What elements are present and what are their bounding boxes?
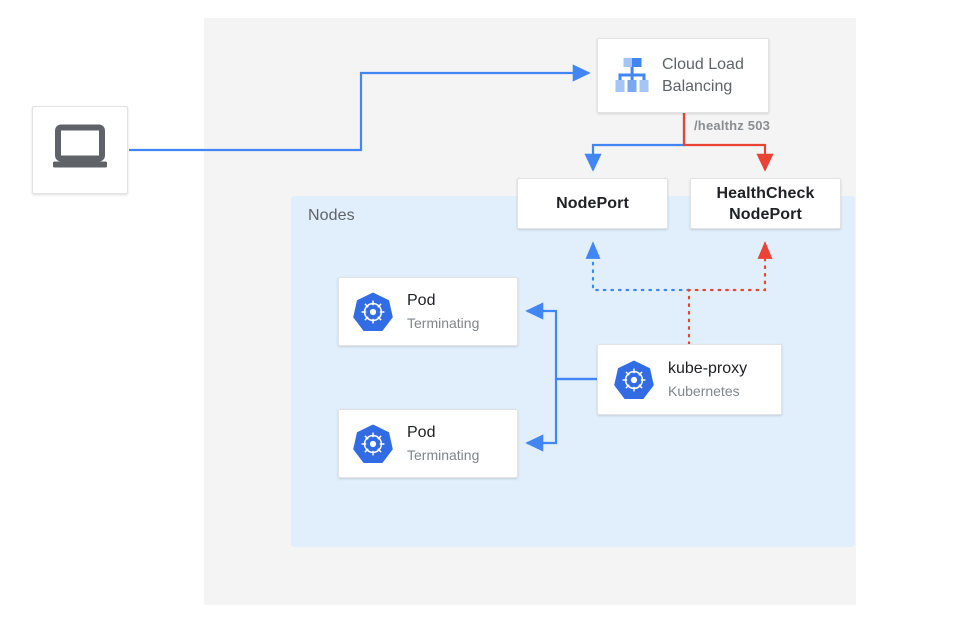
pod-card-2[interactable]: Pod Terminating — [338, 409, 518, 478]
nodeport-card[interactable]: NodePort — [517, 178, 668, 229]
cloud-load-balancing-icon — [609, 53, 655, 99]
pod-card-1-subtitle: Terminating — [407, 314, 480, 331]
pod-card-2-text: Pod Terminating — [407, 423, 479, 465]
kubernetes-icon — [612, 358, 656, 402]
cloud-load-balancing-card[interactable]: Cloud Load Balancing — [597, 38, 769, 113]
laptop-icon — [50, 124, 110, 176]
pod-card-2-subtitle: Terminating — [407, 446, 480, 463]
cloud-load-balancing-line-2: Balancing — [662, 77, 733, 95]
kube-proxy-title: kube-proxy — [668, 359, 748, 377]
kube-proxy-subtitle: Kubernetes — [668, 382, 740, 399]
pod-card-1[interactable]: Pod Terminating — [338, 277, 518, 346]
pod-card-1-text: Pod Terminating — [407, 291, 479, 333]
healthcheck-nodeport-card[interactable]: HealthCheck NodePort — [690, 178, 841, 229]
nodes-region-label: Nodes — [308, 207, 355, 224]
kubernetes-icon — [351, 422, 395, 466]
kube-proxy-text: kube-proxy Kubernetes — [668, 359, 747, 401]
nodeport-label: NodePort — [556, 195, 629, 212]
client-card[interactable] — [32, 106, 128, 194]
healthcheck-nodeport-label: HealthCheck NodePort — [716, 183, 814, 225]
pod-card-1-title: Pod — [407, 291, 436, 309]
cloud-load-balancing-line-1: Cloud Load — [662, 55, 744, 73]
pod-card-2-title: Pod — [407, 423, 436, 441]
healthcheck-nodeport-line-2: NodePort — [729, 205, 802, 223]
kubernetes-icon — [351, 290, 395, 334]
kube-proxy-card[interactable]: kube-proxy Kubernetes — [597, 344, 782, 415]
cloud-load-balancing-label: Cloud Load Balancing — [662, 54, 744, 98]
healthcheck-nodeport-line-1: HealthCheck — [716, 184, 815, 202]
healthz-status-label: /healthz 503 — [694, 118, 771, 133]
